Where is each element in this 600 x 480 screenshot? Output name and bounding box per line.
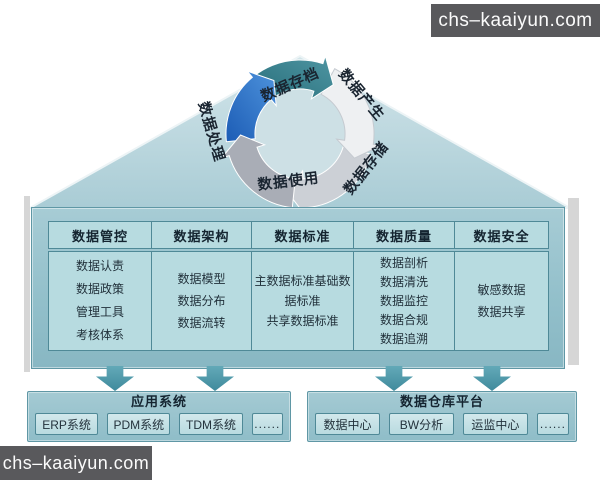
data-warehouse-platform-items: 数据中心 BW分析 运监中心 ...... [315, 413, 570, 435]
governance-table: 数据管控 数据架构 数据标准 数据质量 数据安全 数据认责 数据政策 管理工具 … [48, 221, 549, 351]
list-item: 数据共享 [477, 305, 526, 319]
system-more: ...... [251, 413, 283, 435]
list-item: 数据剖析 [379, 255, 428, 270]
list-item: 数据分布 [177, 294, 226, 308]
platform-bw-analysis: BW分析 [388, 413, 454, 435]
platform-more: ...... [536, 413, 570, 435]
governance-panel: 数据管控 数据架构 数据标准 数据质量 数据安全 数据认责 数据政策 管理工具 … [31, 207, 565, 369]
platform-ops-monitor: 运监中心 [462, 413, 528, 435]
right-shadow-strip [568, 198, 579, 365]
list-item: 敏感数据 [477, 283, 526, 297]
list-item: 共享数据标准 [266, 314, 339, 328]
system-pdm: PDM系统 [107, 413, 171, 435]
list-item: 数据清洗 [379, 274, 428, 289]
list-item: 数据流转 [177, 316, 226, 330]
list-item: 主数据标准基础数据标准 [254, 274, 351, 308]
platform-data-center: 数据中心 [315, 413, 380, 435]
header-data-security: 数据安全 [455, 222, 548, 248]
application-systems-box: 应用系统 ERP系统 PDM系统 TDM系统 ...... [27, 391, 291, 442]
arrow-data-usage [220, 134, 296, 209]
cell-data-architecture: 数据模型 数据分布 数据流转 [152, 252, 252, 350]
cycle-center [246, 84, 354, 184]
table-body-row: 数据认责 数据政策 管理工具 考核体系 数据模型 数据分布 数据流转 主数据标准… [48, 251, 549, 351]
header-data-standard: 数据标准 [252, 222, 354, 248]
down-arrow-icon [96, 366, 134, 391]
header-data-architecture: 数据架构 [152, 222, 252, 248]
list-item: 数据政策 [75, 282, 124, 296]
data-warehouse-platform-title: 数据仓库平台 [399, 394, 484, 409]
cell-data-security: 敏感数据 数据共享 [455, 252, 548, 350]
list-item: 数据模型 [177, 272, 226, 286]
down-arrow-icon [196, 366, 234, 391]
cell-data-quality: 数据剖析 数据清洗 数据监控 数据合规 数据追溯 [354, 252, 455, 350]
list-item: 数据监控 [379, 293, 428, 308]
list-item: 管理工具 [75, 305, 124, 319]
cell-data-standard: 主数据标准基础数据标准 共享数据标准 [252, 252, 354, 350]
list-item: 考核体系 [75, 328, 124, 342]
header-data-quality: 数据质量 [354, 222, 455, 248]
table-header-row: 数据管控 数据架构 数据标准 数据质量 数据安全 [48, 221, 549, 249]
arrow-data-processing [225, 70, 277, 143]
list-item: 数据合规 [379, 312, 428, 327]
watermark-bottom-left: chs–kaaiyun.com [0, 446, 152, 480]
system-erp: ERP系统 [35, 413, 99, 435]
arrow-data-generation [320, 68, 383, 159]
system-tdm: TDM系统 [179, 413, 243, 435]
header-data-control: 数据管控 [49, 222, 152, 248]
down-arrow-icon [375, 366, 413, 391]
down-arrow-icon [473, 366, 511, 391]
pyramid-and-cycle: 数据存档 数据产生 数据存储 数据使用 数据处理 [26, 54, 574, 218]
left-shadow-strip [24, 196, 30, 372]
cell-data-control: 数据认责 数据政策 管理工具 考核体系 [49, 252, 152, 350]
data-warehouse-platform-box: 数据仓库平台 数据中心 BW分析 运监中心 ...... [307, 391, 577, 442]
watermark-top-right: chs–kaaiyun.com [431, 4, 600, 37]
application-systems-title: 应用系统 [130, 394, 187, 409]
list-item: 数据追溯 [379, 331, 428, 346]
list-item: 数据认责 [75, 259, 124, 273]
application-systems-items: ERP系统 PDM系统 TDM系统 ...... [35, 413, 283, 435]
